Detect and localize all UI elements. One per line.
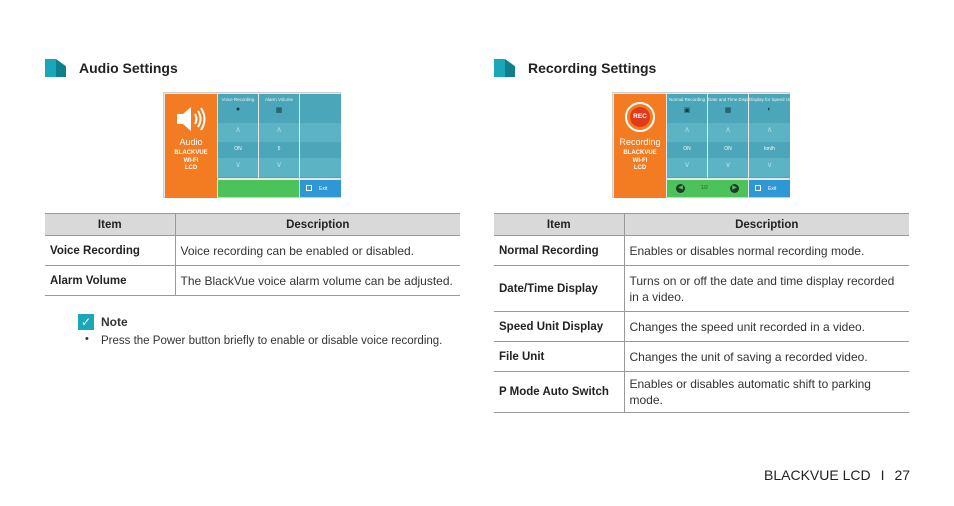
up-arrow-icon[interactable]: ∧ — [235, 125, 241, 134]
section-marker-icon — [494, 59, 515, 77]
bullet-icon: • — [85, 333, 89, 345]
microphone-icon: ● — [235, 106, 241, 113]
down-arrow-icon[interactable]: ∨ — [725, 160, 731, 169]
table-row: Voice Recording Voice recording can be e… — [45, 235, 460, 266]
exit-icon — [306, 185, 312, 191]
volume-bars-icon: ▦ — [275, 107, 283, 114]
voice-recording-column[interactable]: Voice Recording ● ∧ ON ∨ — [218, 94, 258, 178]
row-item: File Unit — [494, 341, 624, 372]
device-brand: BLACKVUE WI-FI LCD — [623, 150, 657, 171]
down-arrow-icon[interactable]: ∨ — [276, 160, 282, 169]
exit-button[interactable]: Exit — [300, 180, 341, 197]
column-value: ON — [234, 146, 242, 152]
row-item: Normal Recording — [494, 235, 624, 266]
column-value: 5 — [277, 146, 281, 152]
down-arrow-icon[interactable]: ∨ — [766, 160, 773, 169]
next-page-icon[interactable]: ▶ — [730, 184, 739, 193]
page-indicator: 1/2 — [701, 185, 708, 191]
empty-column — [300, 94, 341, 178]
column-value: ON — [724, 146, 732, 152]
car-icon: ▣ — [683, 107, 691, 114]
exit-icon — [755, 185, 761, 191]
recording-settings-table: Item Description Normal Recording Enable… — [494, 213, 909, 413]
page-footer: BLACKVUE LCD I 27 — [764, 467, 910, 483]
page-navigation-bar: ◀ 1/2 ▶ — [667, 180, 748, 197]
alarm-volume-column[interactable]: Alarm Volume ▦ ∧ 5 ∨ — [259, 94, 299, 178]
row-item: P Mode Auto Switch — [494, 371, 624, 413]
calendar-icon: ▦ — [724, 107, 732, 114]
footer-brand: BLACKVUE LCD — [764, 467, 871, 483]
column-header: Normal Recording — [668, 97, 706, 102]
down-arrow-icon[interactable]: ∨ — [235, 160, 241, 169]
note-check-icon: ✓ — [78, 314, 94, 330]
device-brand: BLACKVUE WI-FI LCD — [174, 150, 208, 171]
column-header: Date and Time Display — [708, 97, 748, 102]
recording-label: Recording — [619, 137, 661, 147]
row-item: Voice Recording — [45, 235, 175, 266]
row-description: Enables or disables automatic shift to p… — [623, 371, 909, 413]
table-row: P Mode Auto Switch Enables or disables a… — [494, 371, 909, 413]
table-row: Date/Time Display Turns on or off the da… — [494, 265, 909, 312]
date-time-display-column[interactable]: Date and Time Display ▦ ∧ ON ∨ — [708, 94, 748, 178]
row-item: Date/Time Display — [494, 265, 624, 312]
table-header-item: Item — [494, 213, 624, 236]
confirm-bar[interactable] — [218, 180, 299, 197]
speaker-icon — [177, 107, 206, 131]
recording-device-screen: REC Recording BLACKVUE WI-FI LCD Normal … — [612, 92, 790, 198]
row-description: Changes the unit of saving a recorded vi… — [623, 341, 909, 372]
column-header: Display for Speed Unit — [749, 97, 790, 102]
column-header: Alarm Volume — [264, 97, 293, 102]
table-row: Alarm Volume The BlackVue voice alarm vo… — [45, 265, 460, 296]
table-header-description: Description — [174, 213, 460, 236]
note-item: Press the Power button briefly to enable… — [101, 335, 443, 347]
audio-settings-table: Item Description Voice Recording Voice r… — [45, 213, 460, 296]
table-row: File Unit Changes the unit of saving a r… — [494, 341, 909, 372]
recording-settings-grid: Normal Recording ▣ ∧ ON ∨ Date and Time … — [667, 94, 790, 198]
column-value: km/h — [764, 146, 775, 152]
recording-settings-title: Recording Settings — [528, 60, 657, 76]
down-arrow-icon[interactable]: ∨ — [684, 160, 690, 169]
audio-settings-grid: Voice Recording ● ∧ ON ∨ Alarm Volume ▦ … — [218, 94, 341, 198]
normal-recording-column[interactable]: Normal Recording ▣ ∧ ON ∨ — [667, 94, 707, 178]
speedometer-icon: ◐ — [767, 106, 772, 113]
audio-panel: Audio BLACKVUE WI-FI LCD — [165, 94, 217, 198]
row-description: Voice recording can be enabled or disabl… — [174, 235, 460, 266]
row-description: The BlackVue voice alarm volume can be a… — [174, 265, 460, 296]
table-row: Speed Unit Display Changes the speed uni… — [494, 311, 909, 342]
section-marker-icon — [45, 59, 66, 77]
exit-button[interactable]: Exit — [749, 180, 790, 197]
rec-badge-icon: REC — [625, 102, 655, 132]
up-arrow-icon[interactable]: ∧ — [276, 125, 282, 134]
up-arrow-icon[interactable]: ∧ — [766, 125, 773, 134]
column-header: Voice Recording — [221, 97, 255, 102]
row-description: Enables or disables normal recording mod… — [623, 235, 909, 266]
recording-panel: REC Recording BLACKVUE WI-FI LCD — [614, 94, 666, 198]
prev-page-icon[interactable]: ◀ — [676, 184, 685, 193]
audio-device-screen: Audio BLACKVUE WI-FI LCD Voice Recording… — [163, 92, 341, 198]
speed-unit-column[interactable]: Display for Speed Unit ◐ ∧ km/h ∨ — [749, 94, 790, 178]
up-arrow-icon[interactable]: ∧ — [725, 125, 731, 134]
footer-separator: I — [880, 467, 885, 483]
page-number: 27 — [894, 467, 911, 483]
row-item: Alarm Volume — [45, 265, 175, 296]
note-title: Note — [101, 315, 128, 329]
column-value: ON — [683, 146, 691, 152]
audio-label: Audio — [179, 137, 203, 147]
up-arrow-icon[interactable]: ∧ — [684, 125, 690, 134]
row-item: Speed Unit Display — [494, 311, 624, 342]
table-header-description: Description — [623, 213, 909, 236]
audio-settings-title: Audio Settings — [79, 60, 178, 76]
row-description: Turns on or off the date and time displa… — [623, 265, 909, 312]
table-header-item: Item — [45, 213, 175, 236]
table-row: Normal Recording Enables or disables nor… — [494, 235, 909, 266]
row-description: Changes the speed unit recorded in a vid… — [623, 311, 909, 342]
